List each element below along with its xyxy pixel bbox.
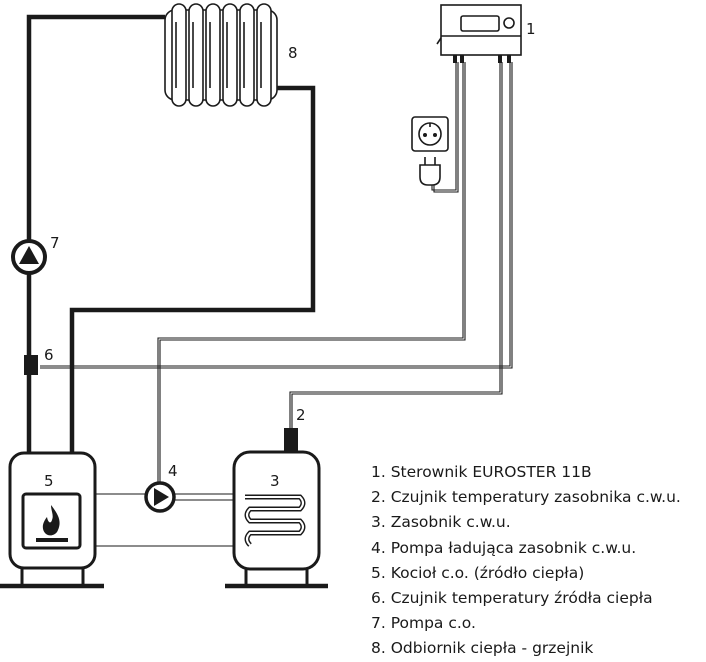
heating-pipes	[26, 14, 316, 455]
pump-tank	[144, 481, 176, 513]
legend: 1. Sterownik EUROSTER 11B 2. Czujnik tem…	[371, 460, 681, 662]
pump-co	[11, 239, 47, 275]
pump-tank-number: 4	[168, 462, 178, 480]
tank-sensor	[284, 428, 298, 452]
flame-icon	[42, 505, 60, 536]
source-sensor-number: 6	[44, 346, 54, 364]
controller	[436, 4, 522, 56]
supply-pipe	[26, 14, 165, 455]
power-socket-icon	[411, 116, 449, 152]
legend-item-tank: 3. Zasobnik c.w.u.	[371, 513, 511, 532]
boiler-number: 5	[44, 472, 54, 490]
legend-item-radiator: 8. Odbiornik ciepła - grzejnik	[371, 639, 594, 658]
legend-item-controller: 1. Sterownik EUROSTER 11B	[371, 463, 592, 481]
tank-circuit-pipes	[95, 493, 234, 547]
cable-power	[431, 62, 457, 191]
legend-item-source-sensor: 6. Czujnik temperatury źródła ciepła	[371, 589, 653, 608]
legend-item-boiler: 5. Kocioł c.o. (źródło ciepła)	[371, 563, 585, 582]
cables	[40, 62, 513, 483]
cable-pump-tank	[157, 62, 464, 483]
cable-pump-tank-b	[159, 62, 466, 483]
return-pipe	[69, 85, 316, 455]
legend-item-pump-co: 7. Pompa c.o.	[371, 614, 476, 633]
radiator-number: 8	[288, 44, 298, 62]
controller-number: 1	[526, 20, 536, 38]
tank-sensor-number: 2	[296, 406, 306, 424]
source-sensor	[24, 355, 38, 375]
cable-tank-sensor	[289, 62, 501, 428]
cable-power-b	[433, 62, 459, 193]
legend-item-tank-sensor: 2. Czujnik temperatury zasobnika c.w.u.	[371, 488, 681, 507]
cable-source-sensor	[40, 62, 511, 367]
legend-item-pump-tank: 4. Pompa ładująca zasobnik c.w.u.	[371, 538, 637, 557]
boiler	[0, 451, 104, 589]
radiator	[164, 3, 278, 107]
hot-water-tank	[225, 450, 328, 589]
cable-tank-sensor-b	[291, 62, 503, 428]
controller-terminals	[453, 55, 511, 63]
power-plug-icon	[419, 157, 441, 186]
tank-number: 3	[270, 472, 280, 490]
cable-source-sensor-b	[40, 62, 513, 369]
pump-co-number: 7	[50, 234, 60, 252]
